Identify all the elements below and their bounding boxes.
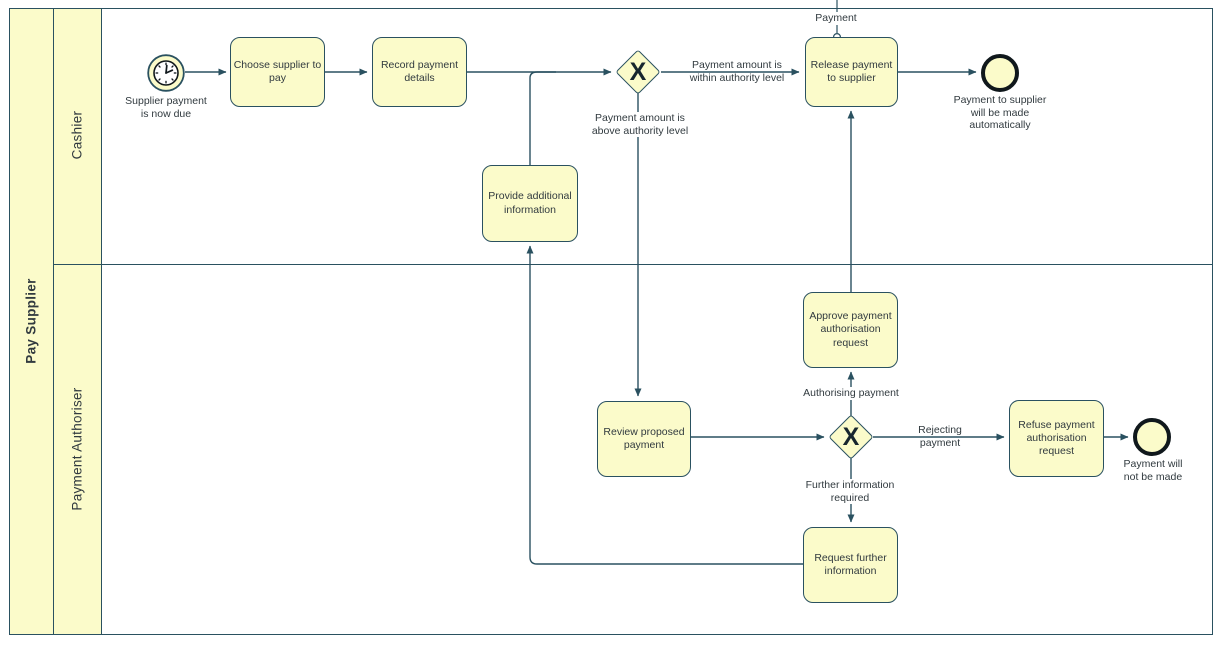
- task-record-payment-details[interactable]: Record payment details: [372, 37, 467, 107]
- timer-clock-icon: [153, 60, 179, 86]
- task-approve-payment-authorisation[interactable]: Approve payment authorisation request: [803, 292, 898, 368]
- flow-label-above-authority: Payment amount is above authority level: [580, 112, 700, 137]
- start-event-timer[interactable]: [147, 54, 185, 92]
- task-label: Record payment details: [380, 58, 459, 84]
- task-label: Review proposed payment: [603, 425, 685, 451]
- gateway-authority-check[interactable]: X: [614, 48, 662, 96]
- end-event-payment-not-made[interactable]: [1133, 418, 1171, 456]
- task-review-proposed-payment[interactable]: Review proposed payment: [597, 401, 691, 477]
- message-label-payment: Payment: [814, 12, 858, 25]
- task-label: Choose supplier to pay: [233, 58, 322, 84]
- task-label: Refuse payment authorisation request: [1018, 418, 1095, 458]
- end-event-label-refused: Payment will not be made: [1123, 458, 1183, 483]
- gateway-authorisation-decision[interactable]: X: [827, 413, 875, 461]
- pool-title: Pay Supplier: [23, 278, 39, 364]
- task-provide-additional-information[interactable]: Provide additional information: [482, 165, 578, 242]
- task-refuse-payment-authorisation[interactable]: Refuse payment authorisation request: [1009, 400, 1104, 477]
- flow-label-rejecting: Rejecting payment: [918, 424, 962, 449]
- task-choose-supplier[interactable]: Choose supplier to pay: [230, 37, 325, 107]
- task-label: Release payment to supplier: [810, 58, 893, 84]
- flow-label-within-authority: Payment amount is within authority level: [689, 59, 785, 84]
- task-label: Request further information: [814, 551, 887, 577]
- lane-divider: [54, 264, 1212, 265]
- pool-pay-supplier: [9, 8, 1213, 635]
- task-label: Provide additional information: [488, 190, 572, 216]
- end-event-payment-made[interactable]: [981, 54, 1019, 92]
- pool-header[interactable]: [10, 9, 54, 634]
- start-event-label: Supplier payment is now due: [125, 95, 207, 120]
- task-request-further-information[interactable]: Request further information: [803, 527, 898, 603]
- lane-header-column: [54, 9, 102, 634]
- flow-label-further-info: Further information required: [793, 479, 907, 504]
- flow-label-authorising: Authorising payment: [802, 387, 900, 400]
- lane-label-cashier: Cashier: [69, 110, 85, 160]
- xor-gateway-icon: X: [629, 57, 647, 86]
- task-label: Approve payment authorisation request: [809, 310, 892, 349]
- end-event-label-automatic: Payment to supplier will be made automat…: [953, 94, 1047, 131]
- lane-label-payment-authoriser: Payment Authoriser: [69, 387, 85, 511]
- xor-gateway-icon: X: [842, 422, 860, 451]
- task-release-payment[interactable]: Release payment to supplier: [805, 37, 898, 107]
